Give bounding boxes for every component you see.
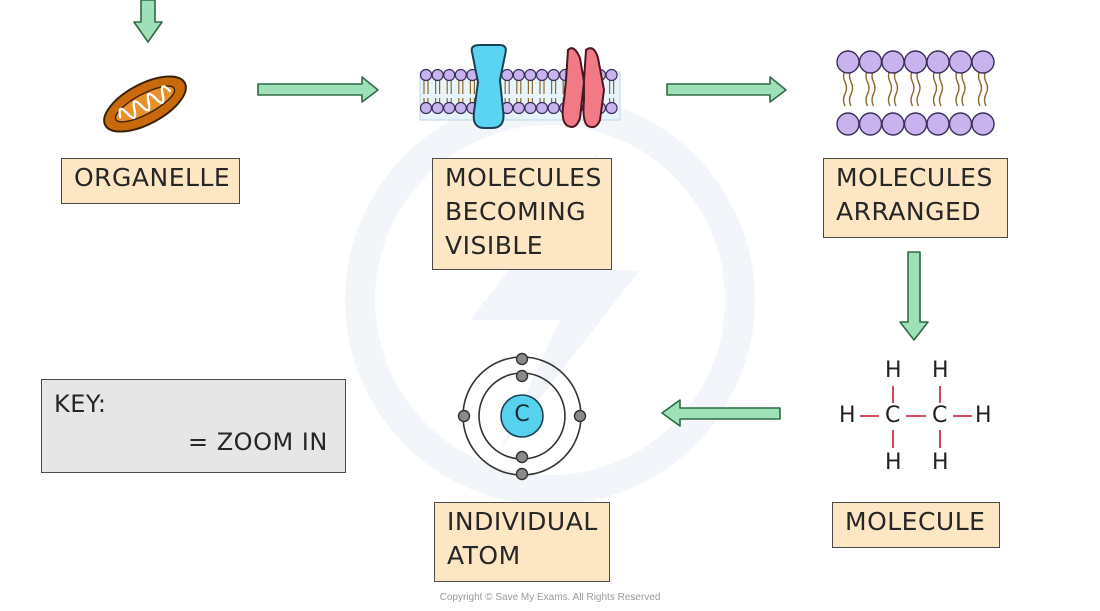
key-zoom-in-text: = ZOOM IN: [188, 428, 328, 456]
phospholipid-head: [948, 112, 973, 136]
phospholipid-head: [605, 101, 618, 115]
phospholipid-bilayer-illustration: [836, 50, 995, 136]
phospholipid-head: [431, 101, 444, 115]
phospholipid-head: [948, 50, 973, 74]
arrow-left: [661, 399, 781, 427]
channel-protein-red: [561, 47, 586, 128]
phospholipid-head: [454, 68, 467, 82]
phospholipid-head: [926, 50, 950, 74]
phospholipid-head: [524, 68, 537, 82]
label-individual-atom: INDIVIDUAL ATOM: [434, 502, 610, 582]
phospholipid-head: [858, 112, 883, 136]
phospholipid-head: [431, 68, 444, 82]
phospholipid-head: [419, 101, 433, 115]
phospholipid-head: [881, 112, 905, 136]
phospholipid-head: [605, 68, 618, 82]
phospholipid-head: [443, 101, 456, 115]
hydrogen-atom: H: [932, 358, 949, 383]
label-organelle: ORGANELLE: [61, 158, 240, 204]
phospholipid-head: [836, 112, 860, 136]
membrane-illustration: [419, 44, 621, 129]
arrow-down-right: [899, 251, 929, 341]
hydrogen-atom: H: [885, 450, 902, 475]
carbon-atom-illustration: [457, 352, 587, 481]
phospholipid-head: [881, 50, 905, 74]
atom-symbol: C: [514, 402, 530, 427]
covalent-bonds: [860, 386, 972, 448]
phospholipid-head: [903, 50, 928, 74]
carbon-atom: C: [885, 403, 901, 428]
phospholipid-head: [524, 101, 537, 115]
hydrogen-atom: H: [839, 403, 856, 428]
phospholipid-head: [971, 50, 995, 74]
electrons: [457, 352, 587, 481]
carbon-atom: C: [932, 403, 948, 428]
phospholipid-head: [443, 68, 456, 82]
phospholipid-head: [971, 112, 995, 136]
phospholipid-head: [836, 50, 860, 74]
ethane-molecule-illustration: [860, 386, 972, 448]
phospholipid-head: [535, 101, 549, 115]
key-legend: KEY: = ZOOM IN: [41, 379, 346, 473]
channel-protein-blue: [470, 44, 507, 129]
hydrogen-atom: H: [885, 358, 902, 383]
phospholipid-head: [926, 112, 950, 136]
phospholipid-head: [858, 50, 883, 74]
copyright-notice: Copyright © Save My Exams. All Rights Re…: [439, 592, 661, 603]
phospholipid-head: [512, 101, 525, 115]
label-molecule: MOLECULE: [832, 502, 1000, 548]
key-title: KEY:: [54, 390, 107, 418]
phospholipid-head: [454, 101, 467, 115]
arrow-right-2: [666, 76, 787, 103]
phospholipid-head: [903, 112, 928, 136]
phospholipid-head: [512, 68, 525, 82]
label-molecules-becoming-visible: MOLECULES BECOMING VISIBLE: [432, 158, 612, 270]
phospholipid-head: [535, 68, 549, 82]
phospholipid-head: [547, 68, 560, 82]
mitochondrion-illustration: [103, 75, 187, 133]
arrow-right-1: [257, 76, 379, 103]
label-molecules-arranged: MOLECULES ARRANGED: [823, 158, 1008, 238]
arrow-down-top: [133, 0, 163, 43]
hydrogen-atom: H: [932, 450, 949, 475]
phospholipid-head: [547, 101, 560, 115]
phospholipid-head: [419, 68, 433, 82]
hydrogen-atom: H: [975, 403, 992, 428]
nucleus: [500, 394, 544, 438]
phospholipid-head: [501, 68, 514, 82]
